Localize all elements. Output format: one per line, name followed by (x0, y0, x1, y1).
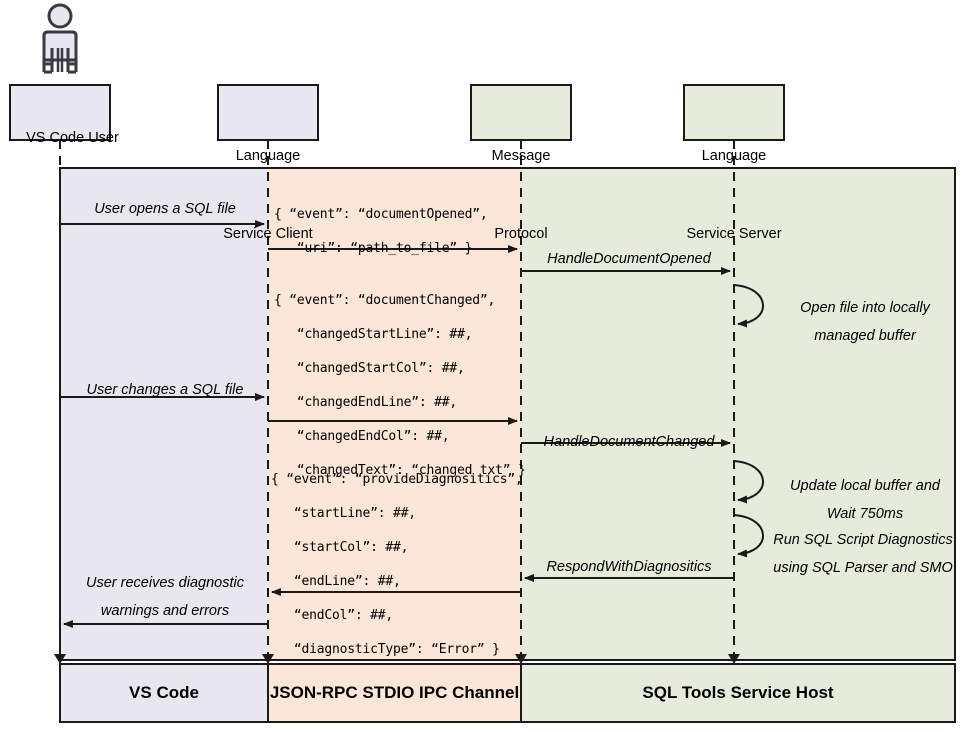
note-label-update-buffer-line2: Wait 750ms (826, 506, 904, 522)
json-line: “changedStartCol”: ##, (274, 361, 465, 376)
json-line: “changedEndLine”: ##, (274, 395, 458, 410)
json-line: “startCol”: ##, (271, 540, 409, 555)
json-line: “endLine”: ##, (271, 574, 401, 589)
message-label-handle-document-opened: HandleDocumentOpened (547, 251, 711, 267)
json-line: “changedText”: “changed txt” } (274, 463, 526, 478)
message-label-user-changes-file: User changes a SQL file (86, 382, 244, 398)
json-payload-document-changed: { “event”: “documentChanged”, “changedSt… (274, 284, 526, 488)
lifeline-terminators (54, 654, 740, 664)
json-line: “uri”: “path_to_file” } (274, 241, 473, 256)
note-label-update-buffer-line1: Update local buffer and (790, 478, 940, 494)
footer-band (59, 663, 956, 723)
lifelines (59, 140, 735, 662)
note-label-run-diagnostics-line1: Run SQL Script Diagnostics (773, 532, 953, 548)
participant-label-language-service-server: Language Service Server (684, 91, 784, 299)
participant-label-message-protocol: Message Protocol (471, 91, 571, 299)
participant-label-line2: Service Server (686, 226, 782, 242)
json-line: { “event”: “provideDiagnositics”, (271, 472, 523, 487)
participant-label-line2: Protocol (494, 226, 548, 242)
actor-figure (42, 3, 78, 74)
footer-label-service-host: SQL Tools Service Host (642, 683, 834, 702)
participant-label-line1: Message (491, 148, 551, 164)
json-line: “startLine”: ##, (271, 506, 416, 521)
lane-vscode (60, 168, 268, 660)
note-label-open-file-line1: Open file into locally (800, 300, 930, 316)
footer-label-vs-code: VS Code (129, 683, 199, 702)
json-line: “changedEndCol”: ##, (274, 429, 450, 444)
participant-label-line2: Service Client (223, 226, 313, 242)
message-label-respond-with-diagnositics: RespondWithDiagnositics (546, 559, 712, 575)
json-line: “changedStartLine”: ##, (274, 327, 473, 342)
json-payload-document-opened: { “event”: “documentOpened”, “uri”: “pat… (274, 198, 488, 266)
message-label-handle-document-changed: HandleDocumentChanged (543, 434, 715, 450)
json-line: { “event”: “documentOpened”, (274, 207, 488, 222)
self-loop-arcs (733, 284, 764, 558)
self-loop-run-diagnostics (733, 514, 764, 558)
footer-lane-service-host (520, 663, 956, 723)
participant-label-line1: VS Code User (26, 130, 119, 146)
footer-lane-ipc-channel (267, 663, 522, 723)
footer-label-ipc-channel: JSON-RPC STDIO IPC Channel (269, 683, 520, 702)
json-line: “diagnosticType”: “Error” } (271, 642, 500, 657)
note-label-run-diagnostics-line2: using SQL Parser and SMO (773, 560, 953, 576)
participant-boxes (9, 84, 785, 141)
self-loop-update-buffer (733, 460, 764, 504)
json-line: “endCol”: ##, (271, 608, 394, 623)
participant-label-line1: Language (235, 148, 301, 164)
message-label-user-receives-diagnostics-line1: User receives diagnostic (86, 575, 244, 591)
json-line: { “event”: “documentChanged”, (274, 293, 496, 308)
note-label-open-file-line2: managed buffer (814, 328, 916, 344)
participant-label-line1: Language (701, 148, 767, 164)
message-arrows (60, 220, 734, 628)
json-payload-provide-diagnositics: { “event”: “provideDiagnositics”, “start… (271, 463, 523, 667)
participant-label-language-service-client: Language Service Client (218, 91, 318, 299)
message-label-user-receives-diagnostics-line2: warnings and errors (100, 603, 230, 619)
participant-label-vscode-user: VS Code User (10, 99, 119, 177)
participant-box-vscode-user[interactable] (9, 84, 111, 141)
message-label-user-opens-file: User opens a SQL file (94, 201, 236, 217)
self-loop-open-file (733, 284, 764, 328)
